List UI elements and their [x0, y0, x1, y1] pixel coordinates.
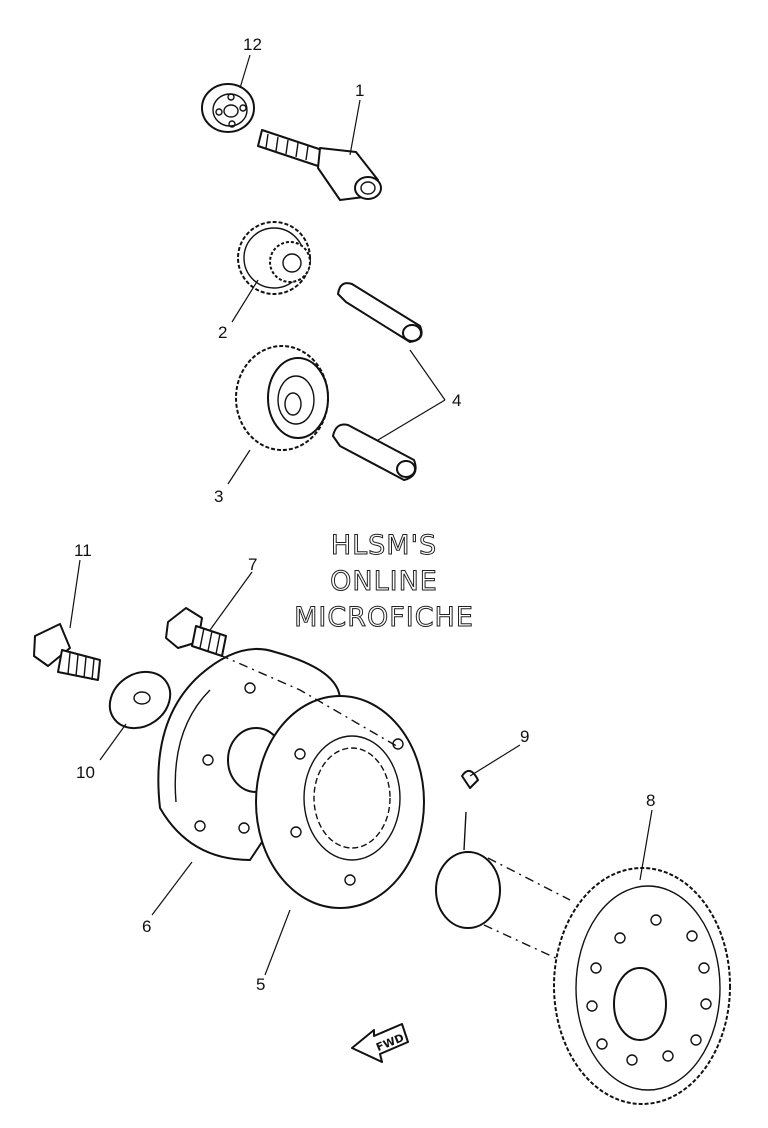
- callout-5: 5: [256, 975, 265, 994]
- part-2-gear: [237, 221, 311, 295]
- callout-4: 4: [452, 391, 461, 410]
- part-8-wheel-gear: [553, 867, 731, 1105]
- callout-11: 11: [74, 541, 92, 560]
- watermark: HLSM'S ONLINE MICROFICHE: [294, 530, 474, 634]
- callout-10: 10: [76, 763, 95, 782]
- leader-lines: [69, 54, 653, 976]
- fwd-arrow: FWD: [351, 1023, 409, 1063]
- callout-3: 3: [214, 487, 223, 506]
- part-4-pins: [332, 282, 423, 481]
- callout-2: 2: [218, 323, 227, 342]
- part-12-bearing: [201, 83, 255, 133]
- part-11-bolt: [33, 623, 101, 681]
- callout-1: 1: [355, 81, 364, 100]
- callout-6: 6: [142, 917, 151, 936]
- part-10-washer: [108, 670, 172, 730]
- watermark-line1: HLSM'S: [331, 530, 437, 561]
- part-7-bolt: [165, 607, 227, 657]
- part-5-starter-clutch: [255, 695, 425, 909]
- callout-12: 12: [243, 35, 262, 54]
- watermark-line2: ONLINE: [330, 566, 438, 597]
- watermark-line3: MICROFICHE: [294, 602, 474, 633]
- callout-9: 9: [520, 727, 529, 746]
- part-1-shaft: [257, 129, 382, 201]
- part-9-key: [461, 769, 479, 851]
- callout-8: 8: [646, 791, 655, 810]
- callout-7: 7: [248, 555, 257, 574]
- part-3-gear: [235, 345, 329, 451]
- crankshaft-end: [435, 851, 571, 961]
